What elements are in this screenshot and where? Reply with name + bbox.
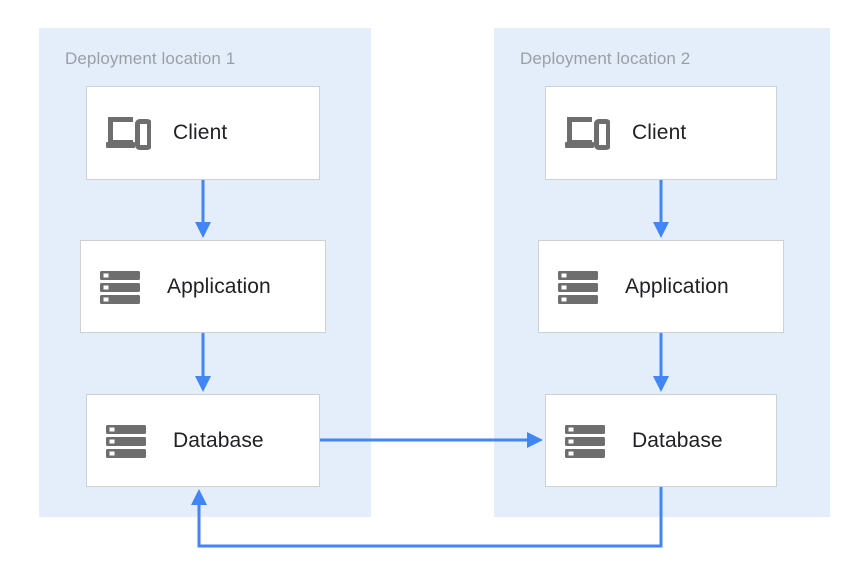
node-client-2[interactable]: Client <box>545 86 777 180</box>
zone-2-title: Deployment location 2 <box>520 49 691 68</box>
server-stack-icon <box>99 267 145 307</box>
zone-1-title: Deployment location 1 <box>65 49 236 68</box>
client-devices-icon <box>105 113 151 153</box>
node-database-2[interactable]: Database <box>545 394 777 487</box>
node-application-1[interactable]: Application <box>80 240 326 333</box>
node-application-1-label: Application <box>167 274 271 298</box>
server-stack-icon <box>105 421 151 461</box>
node-client-2-label: Client <box>632 121 687 144</box>
node-application-2-label: Application <box>625 274 729 298</box>
node-client-1-label: Client <box>173 121 228 144</box>
client-devices-icon <box>564 113 610 153</box>
node-database-1-label: Database <box>173 428 264 452</box>
node-database-1[interactable]: Database <box>86 394 320 487</box>
node-client-1[interactable]: Client <box>86 86 320 180</box>
node-database-2-label: Database <box>632 428 723 452</box>
server-stack-icon <box>564 421 610 461</box>
server-stack-icon <box>557 267 603 307</box>
node-application-2[interactable]: Application <box>538 240 784 333</box>
